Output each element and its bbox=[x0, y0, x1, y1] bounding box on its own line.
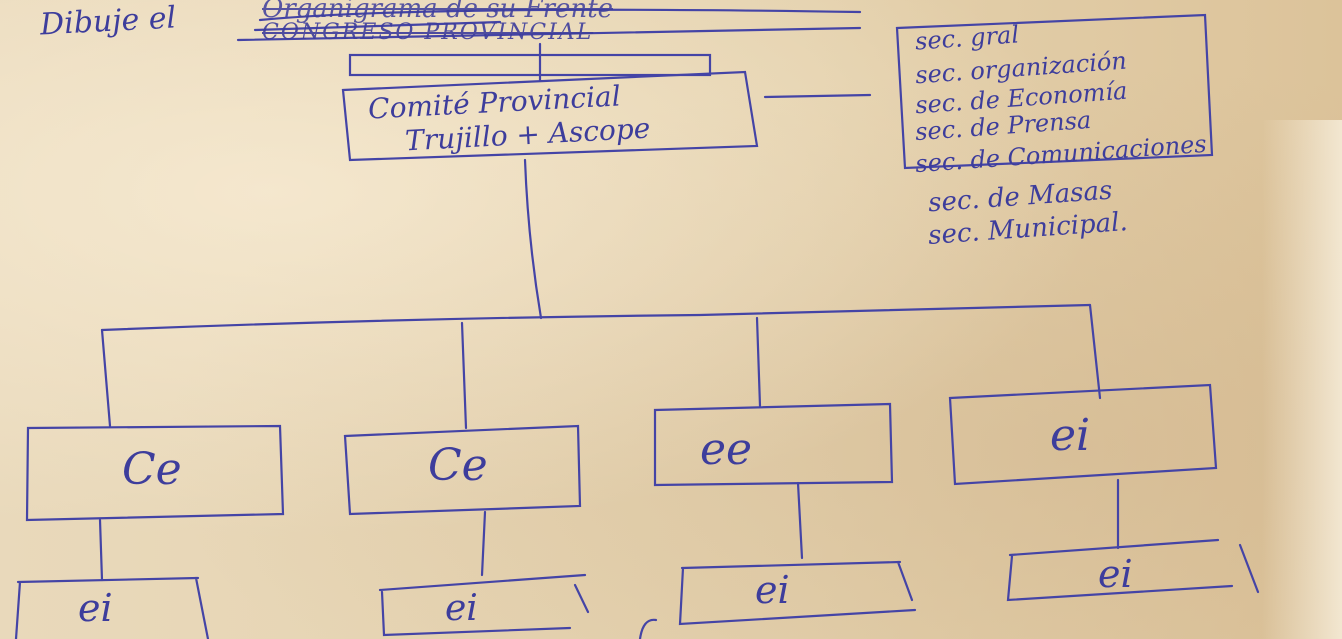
bottom-partial-stroke bbox=[638, 618, 658, 639]
drop-3 bbox=[755, 316, 762, 408]
drop-6 bbox=[480, 510, 487, 577]
top-box-outline bbox=[341, 70, 759, 162]
drop-2 bbox=[460, 321, 468, 430]
secretariat-box-outline bbox=[895, 13, 1214, 170]
trunk-line bbox=[523, 158, 543, 320]
heading-struck-title-top: Organigrama de su Frente bbox=[262, 0, 614, 24]
l2-label-2: Ce bbox=[428, 440, 488, 491]
l3-label-4: ei bbox=[1098, 552, 1133, 596]
drop-5 bbox=[98, 518, 104, 582]
l2-box-2 bbox=[343, 424, 582, 516]
paper-edge-stain bbox=[1262, 120, 1342, 639]
drop-4 bbox=[1088, 303, 1102, 400]
drop-7 bbox=[796, 481, 804, 560]
l3-box-2 bbox=[378, 573, 590, 637]
drop-1 bbox=[100, 328, 112, 428]
heading-prefix: Dibuje el bbox=[39, 0, 177, 43]
heading-subbox bbox=[348, 53, 712, 77]
l3-box-4 bbox=[1006, 538, 1260, 602]
l2-box-4 bbox=[948, 383, 1218, 486]
l2-label-3: ee bbox=[700, 424, 753, 475]
l2-label-4: ei bbox=[1050, 410, 1091, 461]
top-to-secretariats-line bbox=[763, 93, 872, 99]
heading-strike-1 bbox=[236, 26, 862, 42]
l2-box-1 bbox=[25, 424, 285, 522]
l3-label-2: ei bbox=[445, 588, 478, 629]
l3-label-3: ei bbox=[755, 568, 790, 612]
bus-line bbox=[100, 303, 1092, 332]
l3-box-3 bbox=[678, 560, 917, 626]
l3-label-1: ei bbox=[78, 586, 113, 630]
heading-struck-title: CONGRESO PROVINCIAL bbox=[262, 20, 594, 45]
l2-box-3 bbox=[653, 402, 894, 487]
l2-label-1: Ce bbox=[122, 444, 182, 495]
heading-strike-2 bbox=[258, 8, 862, 22]
heading-strike-3 bbox=[253, 20, 502, 32]
l3-box-1 bbox=[14, 576, 210, 639]
